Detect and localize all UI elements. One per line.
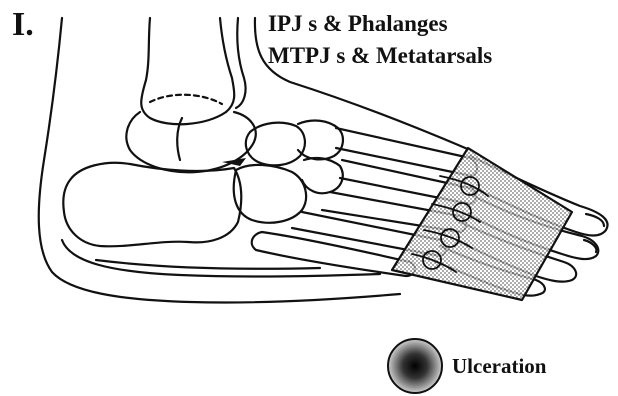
cuboid-bone (234, 165, 306, 223)
region-label-mtpj-metatarsals: MTPJ s & Metatarsals (268, 44, 492, 67)
navicular-bone (246, 123, 305, 166)
ankle-joint-dashed (150, 95, 222, 104)
tibia-bone (141, 18, 234, 124)
cuneiform-bone-2 (302, 158, 343, 193)
skin-outline-shin (255, 18, 470, 150)
fibula-bone (236, 18, 246, 108)
legend-label: Ulceration (452, 354, 546, 379)
forefoot-shaded-region (392, 148, 572, 300)
panel-label: I. (12, 8, 34, 42)
ulceration-legend-icon (386, 337, 444, 395)
region-label-ipj-phalanges: IPJ s & Phalanges (268, 12, 448, 35)
calcaneus-bone (63, 163, 241, 247)
legend: Ulceration (386, 336, 546, 396)
